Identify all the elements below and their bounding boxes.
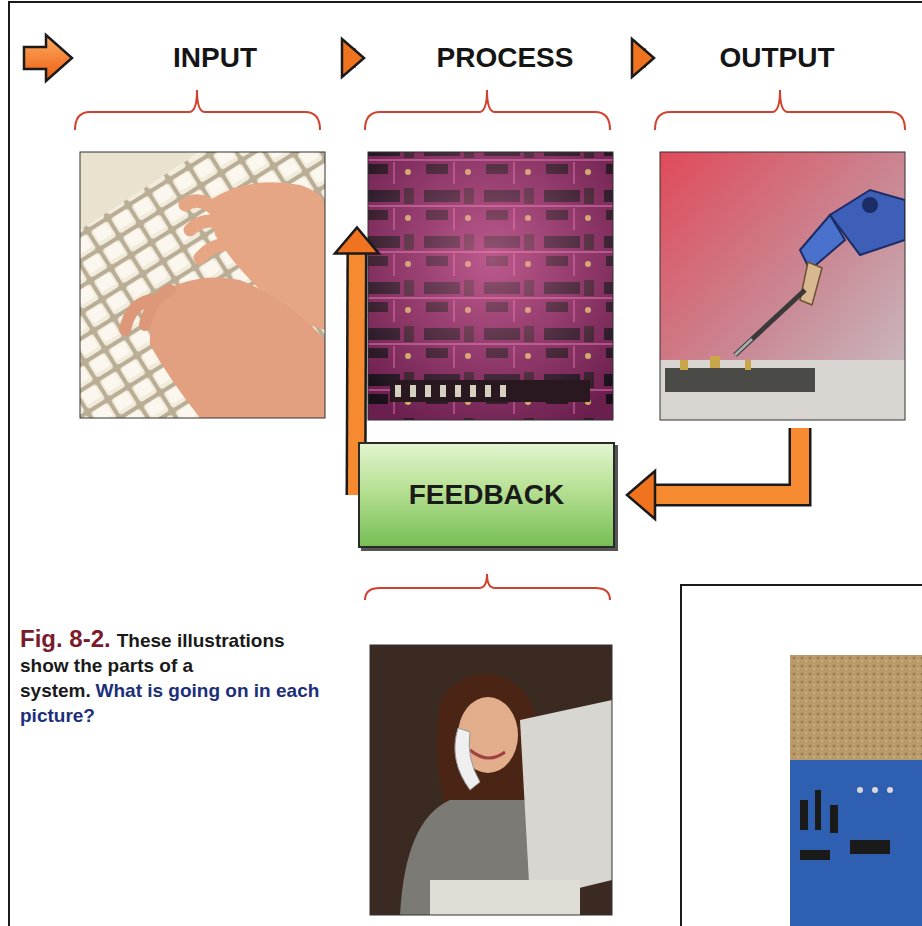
figure-number: Fig. 8-2. (20, 625, 111, 652)
flow-arrow (632, 39, 654, 77)
flow-arrow (342, 39, 364, 77)
system-stage: INPUT (75, 35, 355, 420)
stage-heading: INPUT (75, 35, 355, 81)
box-label: FEEDBACK (409, 479, 565, 511)
stage-heading: PROCESS (365, 35, 645, 81)
feedback-box: FEEDBACK (358, 442, 615, 548)
stage-heading: OUTPUT (655, 35, 922, 81)
system-stage: OUTPUT (655, 35, 922, 420)
system-stage: PROCESS (365, 35, 645, 420)
figure-caption-block: Fig. 8-2.These illustrations show the pa… (20, 626, 320, 728)
flow-arrow (627, 428, 800, 519)
